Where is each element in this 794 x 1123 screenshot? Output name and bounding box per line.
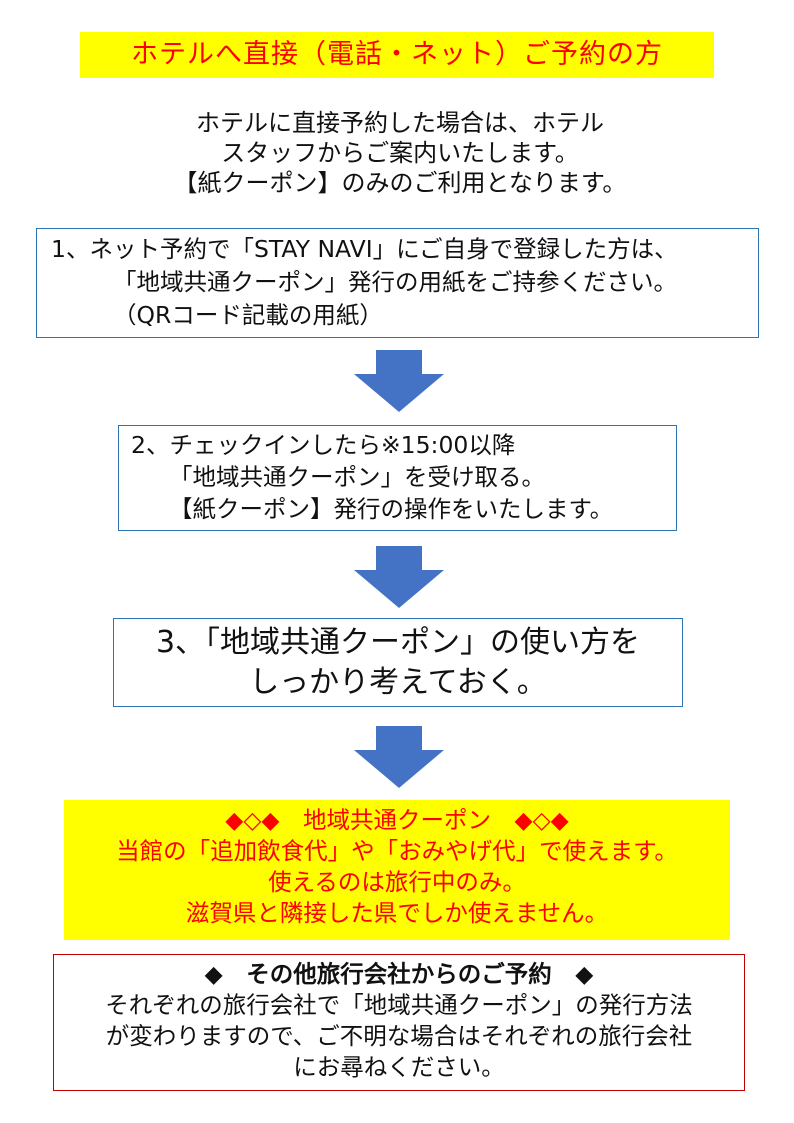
intro-line: 【紙クーポン】のみのご利用となります。 [173,169,627,197]
other-agencies-box: ◆ その他旅行会社からのご予約 ◆ それぞれの旅行会社で「地域共通クーポン」の発… [53,954,745,1091]
step-1-box: 1、ネット予約で「STAY NAVI」にご自身で登録した方は、 「地域共通クーポ… [36,228,759,338]
coupon-info-line: 当館の「追加飲食代」や「おみやげ代」で使えます。 [116,837,678,865]
coupon-info-box: ◆◇◆ 地域共通クーポン ◆◇◆ 当館の「追加飲食代」や「おみやげ代」で使えます… [64,800,730,940]
coupon-info-line: 使えるのは旅行中のみ。 [268,868,526,896]
intro-text: ホテルに直接予約した場合は、ホテル スタッフからご案内いたします。 【紙クーポン… [100,108,700,198]
coupon-info-line: 滋賀県と隣接した県でしか使えません。 [185,899,609,927]
other-agencies-line: にお尋ねください。 [293,1053,505,1081]
step-3-line-2: しっかり考えておく。 [249,665,547,700]
step-2-box: 2、チェックインしたら※15:00以降 「地域共通クーポン」を受け取る。 【紙ク… [118,425,677,531]
step-2-line-1: 2、チェックインしたら※15:00以降 [131,431,516,459]
step-1-line-2: 「地域共通クーポン」発行の用紙をご持参ください。 [113,268,677,296]
down-arrow-icon [354,726,444,788]
step-2-line-2: 「地域共通クーポン」を受け取る。 [169,463,545,491]
other-agencies-heading: ◆ その他旅行会社からのご予約 ◆ [204,960,594,988]
down-arrow-icon [354,350,444,412]
step-2-line-3: 【紙クーポン】発行の操作をいたします。 [169,495,614,523]
coupon-info-heading: ◆◇◆ 地域共通クーポン ◆◇◆ [225,806,569,834]
intro-line: スタッフからご案内いたします。 [221,139,579,167]
step-1-line-3: （QRコード記載の用紙） [113,301,383,329]
step-3-box: 3、「地域共通クーポン」の使い方を しっかり考えておく。 [113,618,683,707]
other-agencies-line: それぞれの旅行会社で「地域共通クーポン」の発行方法 [105,991,693,1019]
step-1-line-1: 1、ネット予約で「STAY NAVI」にご自身で登録した方は、 [51,235,678,263]
page-title: ホテルへ直接（電話・ネット）ご予約の方 [80,32,714,78]
other-agencies-line: が変わりますので、ご不明な場合はそれぞれの旅行会社 [105,1022,693,1050]
down-arrow-icon [354,546,444,608]
step-3-line-1: 3、「地域共通クーポン」の使い方を [155,625,641,660]
intro-line: ホテルに直接予約した場合は、ホテル [196,109,604,137]
